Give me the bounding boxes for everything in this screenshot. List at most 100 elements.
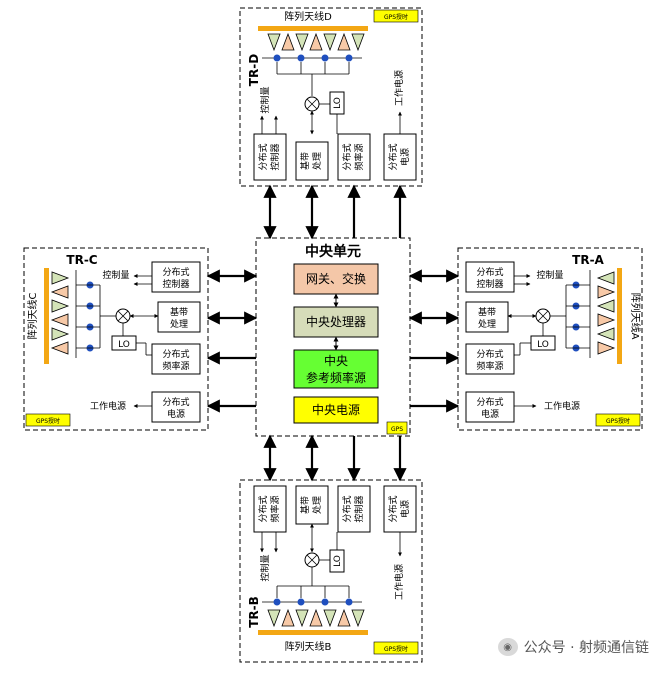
svg-text:处理: 处理 <box>311 496 323 514</box>
svg-text:电源: 电源 <box>167 408 185 420</box>
svg-text:GPS授时: GPS授时 <box>36 417 60 425</box>
tr-d-module: 阵列天线D GPS授时 TR-D <box>239 7 423 187</box>
amp-array-a <box>565 270 616 358</box>
gps-badge-c: GPS授时 <box>25 413 71 427</box>
svg-text:基带: 基带 <box>299 152 311 170</box>
pwr-box-b: 分布式 电源 <box>383 485 417 533</box>
watermark: ◉ 公众号 · 射频通信链 <box>497 636 649 658</box>
ctrl-box-b: 分布式 控制器 <box>337 485 371 533</box>
lo-box-a: LO <box>530 335 556 351</box>
svg-text:基带: 基带 <box>170 306 188 318</box>
tr-c-label: TR-C <box>66 253 97 267</box>
gps-badge-d: GPS授时 <box>373 9 419 23</box>
svg-text:LO: LO <box>118 340 130 350</box>
svg-text:LO: LO <box>537 340 549 350</box>
amp-array-b <box>262 585 365 628</box>
lo-box-c: LO <box>111 335 137 351</box>
mixer-a <box>535 308 551 324</box>
gateway-label: 网关、交换 <box>306 271 366 286</box>
antenna-bar-a <box>617 268 622 364</box>
work-power-d: 工作电源 <box>393 70 405 106</box>
antenna-label-c: 阵列天线C <box>26 292 39 339</box>
ctrl-qty-c: 控制量 <box>102 269 129 281</box>
central-gps-badge: GPS <box>386 421 408 435</box>
freq-box-a: 分布式 频率源 <box>465 343 515 375</box>
svg-text:分布式: 分布式 <box>476 348 503 360</box>
svg-text:处理: 处理 <box>170 318 188 330</box>
central-power-label: 中央电源 <box>312 402 360 417</box>
svg-text:分布式: 分布式 <box>257 495 269 522</box>
central-unit-title: 中央单元 <box>305 243 361 260</box>
bb-box-c: 基带 处理 <box>157 301 201 333</box>
antenna-label-d: 阵列天线D <box>284 10 332 23</box>
pwr-box-a: 分布式 电源 <box>465 391 515 423</box>
antenna-label-a: 阵列天线A <box>629 293 642 340</box>
wechat-icon: ◉ <box>497 638 518 656</box>
svg-text:基带: 基带 <box>299 496 311 514</box>
antenna-bar-b <box>258 630 368 635</box>
tr-b-label: TR-B <box>247 596 261 628</box>
svg-text:分布式: 分布式 <box>341 143 353 170</box>
cpu-label: 中央处理器 <box>306 314 366 329</box>
tr-c-module: TR-C 阵列天线C LO <box>23 247 209 431</box>
svg-text:控制器: 控制器 <box>269 143 281 170</box>
svg-text:GPS授时: GPS授时 <box>384 645 408 653</box>
svg-text:分布式: 分布式 <box>341 495 353 522</box>
tr-a-label: TR-A <box>572 253 604 267</box>
ref-freq-box: 中央 参考频率源 <box>293 349 379 389</box>
mixer-b <box>304 552 320 568</box>
ctrl-box-a: 分布式 控制器 <box>465 261 515 293</box>
svg-text:分布式: 分布式 <box>387 495 399 522</box>
work-power-b: 工作电源 <box>393 564 405 600</box>
svg-text:频率源: 频率源 <box>269 495 281 522</box>
bb-box-d: 基带 处理 <box>295 141 329 181</box>
watermark-text: 公众号 · 射频通信链 <box>523 640 649 656</box>
bb-box-b: 基带 处理 <box>295 485 329 525</box>
ctrl-box-d: 分布式 控制器 <box>253 133 287 181</box>
svg-text:分布式: 分布式 <box>162 396 189 408</box>
svg-text:分布式: 分布式 <box>387 143 399 170</box>
svg-text:GPS授时: GPS授时 <box>606 417 630 425</box>
svg-text:分布式: 分布式 <box>162 266 189 278</box>
ctrl-qty-b: 控制量 <box>259 554 271 581</box>
mixer-c <box>115 308 131 324</box>
svg-text:控制器: 控制器 <box>162 278 189 290</box>
ref-freq-line1: 中央 <box>324 353 348 368</box>
ctrl-qty-d: 控制量 <box>259 86 271 113</box>
svg-text:LO: LO <box>333 97 343 109</box>
central-unit: 中央单元 网关、交换 中央处理器 中央 参考频率源 中央电源 GPS <box>255 237 411 437</box>
amp-array-c <box>50 270 101 358</box>
svg-text:分布式: 分布式 <box>162 348 189 360</box>
svg-text:分布式: 分布式 <box>476 266 503 278</box>
gateway-box: 网关、交换 <box>293 263 379 295</box>
antenna-label-b: 阵列天线B <box>285 640 332 653</box>
tr-a-module: TR-A 阵列天线A LO <box>457 247 643 431</box>
bb-box-a: 基带 处理 <box>465 301 509 333</box>
interconnect-arrows <box>206 184 460 482</box>
freq-box-c: 分布式 频率源 <box>151 343 201 375</box>
svg-text:分布式: 分布式 <box>257 143 269 170</box>
mixer-d <box>304 96 320 112</box>
svg-text:电源: 电源 <box>481 408 499 420</box>
ctrl-qty-a: 控制量 <box>536 269 563 281</box>
lo-box-d: LO <box>329 91 345 115</box>
gps-badge-a: GPS授时 <box>595 413 641 427</box>
svg-text:LO: LO <box>333 555 343 567</box>
work-power-c: 工作电源 <box>90 400 126 412</box>
antenna-bar-c <box>44 268 49 364</box>
svg-text:GPS授时: GPS授时 <box>384 13 408 21</box>
tr-d-label: TR-D <box>247 54 261 86</box>
lo-box-b: LO <box>329 549 345 573</box>
central-power-box: 中央电源 <box>293 396 379 424</box>
ctrl-box-c: 分布式 控制器 <box>151 261 201 293</box>
svg-text:电源: 电源 <box>399 500 411 518</box>
svg-text:频率源: 频率源 <box>476 360 503 372</box>
svg-text:控制器: 控制器 <box>353 495 365 522</box>
svg-text:电源: 电源 <box>399 148 411 166</box>
tr-b-module: 分布式 频率源 基带 处理 分布式 控制器 分布式 电源 控制量 工作电源 <box>239 479 423 663</box>
freq-box-b: 分布式 频率源 <box>253 485 287 533</box>
svg-text:处理: 处理 <box>478 318 496 330</box>
ref-freq-line2: 参考频率源 <box>306 370 366 385</box>
svg-text:频率源: 频率源 <box>162 360 189 372</box>
